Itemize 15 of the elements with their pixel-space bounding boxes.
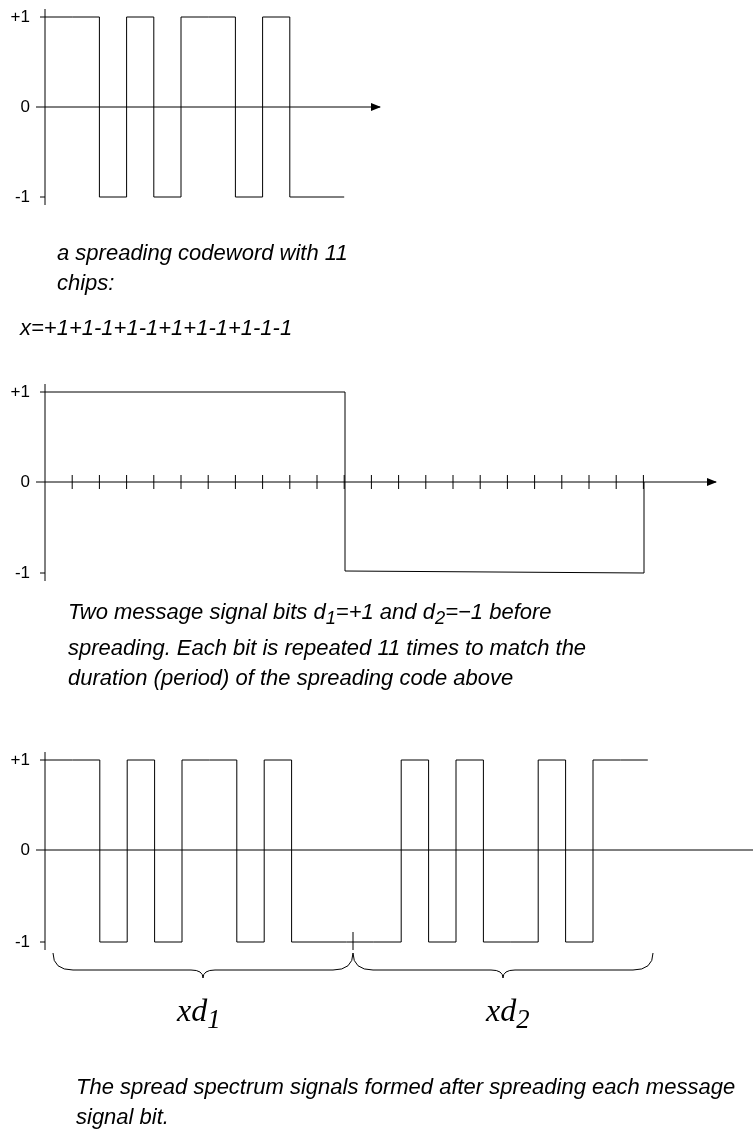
tick-label: 0	[19, 473, 30, 491]
tick-label: -1	[13, 564, 30, 582]
tick-label: +1	[9, 751, 30, 769]
tick-label: -1	[13, 188, 30, 206]
signal-label: xd$_{1}$	[177, 992, 221, 1037]
caption: The spread spectrum signals formed after spreading each message signal bit.	[76, 1073, 737, 1131]
tick-label: 0	[19, 98, 30, 116]
caption: Two message signal bits d$_{1}$=+1 and d$_{2}$=−1 before spreading. Each bit is repeated 11 times to match the duration (period) of the spreading code above	[68, 598, 588, 693]
tick-label: +1	[9, 8, 30, 26]
signal-label: xd$_{2}$	[486, 992, 530, 1037]
caption: a spreading codeword with 11 chips:	[57, 239, 349, 297]
tick-label: -1	[13, 933, 30, 951]
tick-label: +1	[9, 383, 30, 401]
tick-label: 0	[19, 841, 30, 859]
equation: x=+1+1-1+1-1+1+1-1+1-1-1	[20, 314, 293, 342]
